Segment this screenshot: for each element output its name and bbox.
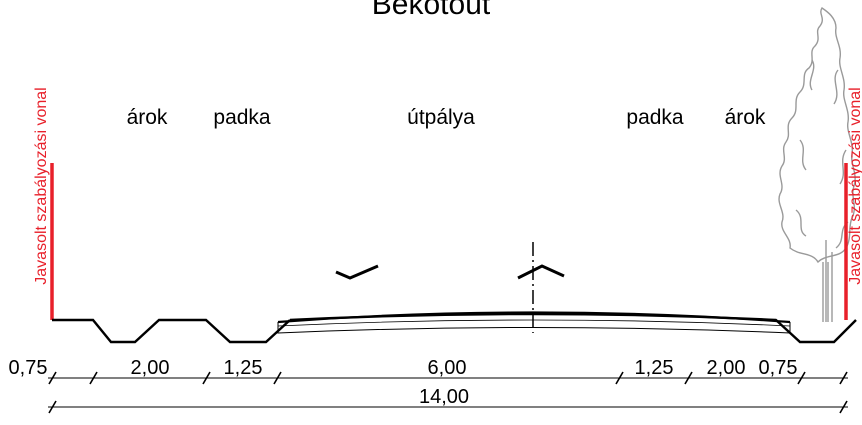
right-regulation-label: Javasolt szabályozási vonal — [847, 87, 862, 284]
dimension-line-row-1 — [48, 371, 848, 385]
label-left-ditch: árok — [127, 106, 168, 129]
dim-d2: 2,00 — [131, 357, 170, 379]
dim-d1: 0,75 — [9, 357, 48, 379]
left-slope-indicator — [335, 264, 379, 280]
dim-total: 14,00 — [419, 386, 469, 408]
label-right-shoulder: padka — [626, 106, 684, 129]
dimension-line-total — [48, 400, 848, 414]
label-right-ditch: árok — [725, 106, 766, 129]
diagram-title: Bekötőút — [372, 0, 491, 21]
road-profile-line — [52, 318, 291, 344]
dim-d5: 1,25 — [635, 357, 674, 379]
right-slope-indicator — [517, 264, 565, 280]
pavement-base-layer — [277, 319, 791, 327]
dim-d4: 6,00 — [428, 357, 467, 379]
label-left-shoulder: padka — [213, 106, 271, 129]
pavement-layer — [277, 322, 791, 334]
dim-d7: 0,75 — [759, 357, 798, 379]
dim-d6: 2,00 — [707, 357, 746, 379]
tree-icon — [778, 7, 856, 322]
label-carriageway: útpálya — [407, 106, 475, 129]
carriageway-surface — [277, 311, 791, 324]
left-regulation-label: Javasolt szabályozási vonal — [33, 87, 50, 284]
dim-d3: 1,25 — [224, 357, 263, 379]
